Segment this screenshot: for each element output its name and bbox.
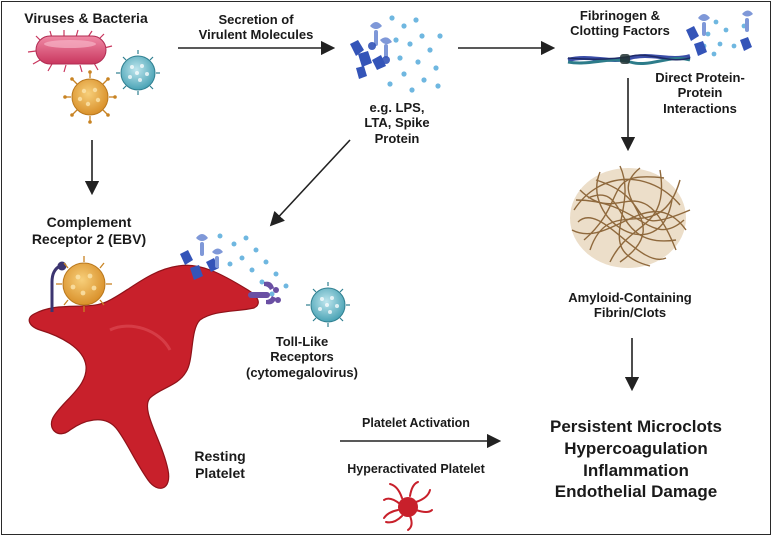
hyperactivated-platelet-label: Hyperactivated Platelet bbox=[347, 462, 485, 476]
arrow-molecules-to-tlr bbox=[269, 139, 351, 227]
complement-receptor-line2: Receptor 2 (EBV) bbox=[31, 230, 147, 247]
secreted-molecules-icon bbox=[350, 15, 443, 93]
orange-virus-icon bbox=[63, 70, 117, 124]
resting-platelet-line2: Platelet bbox=[195, 464, 245, 481]
fibrinogen-label-line1: Fibrinogen & bbox=[579, 8, 661, 23]
example-molecules-line3: Protein bbox=[374, 130, 420, 146]
toll-like-receptors-line2: Receptors bbox=[270, 349, 334, 365]
arrows bbox=[84, 40, 640, 449]
outcome-endothelial-damage: Endothelial Damage bbox=[554, 482, 718, 502]
hyperactivated-platelet-icon bbox=[383, 481, 433, 531]
resting-platelet-line1: Resting bbox=[194, 448, 246, 464]
toll-like-receptors-line1: Toll-Like bbox=[275, 334, 329, 349]
example-molecules-line2: LTA, Spike bbox=[364, 115, 430, 131]
direct-interactions-label: Direct Protein- Protein Interactions bbox=[640, 70, 760, 116]
platelet-activation-label: Platelet Activation bbox=[362, 416, 470, 430]
fibrinogen-icon bbox=[567, 10, 753, 65]
tlr-molecules-icon bbox=[180, 233, 289, 297]
ebv-virus-icon bbox=[56, 256, 112, 312]
outcomes-list: Persistent Microclots Hypercoagulation I… bbox=[520, 416, 752, 503]
toll-like-receptors-line3: (cytomegalovirus) bbox=[246, 364, 358, 380]
amyloid-clots-line1: Amyloid-Containing bbox=[568, 290, 692, 305]
outcome-persistent-microclots: Persistent Microclots bbox=[550, 417, 722, 436]
secretion-label: Secretion of Virulent Molecules bbox=[186, 12, 326, 43]
bacterium-icon bbox=[27, 29, 113, 73]
toll-like-receptors-label: Toll-Like Receptors (cytomegalovirus) bbox=[232, 334, 372, 380]
resting-platelet-icon bbox=[28, 264, 259, 489]
cytomegalovirus-icon bbox=[306, 282, 350, 327]
secretion-label-line1: Secretion of bbox=[218, 12, 294, 27]
outcome-hypercoagulation: Hypercoagulation bbox=[564, 438, 708, 458]
resting-platelet-label: Resting Platelet bbox=[178, 448, 262, 481]
amyloid-clots-label: Amyloid-Containing Fibrin/Clots bbox=[550, 290, 710, 321]
secretion-label-line2: Virulent Molecules bbox=[198, 27, 314, 43]
viruses-bacteria-label: Viruses & Bacteria bbox=[24, 10, 148, 26]
toll-like-receptor-icon bbox=[248, 281, 281, 305]
example-molecules-line1: e.g. LPS, bbox=[369, 100, 425, 115]
complement-receptor-line1: Complement bbox=[46, 214, 132, 230]
direct-interactions-line1: Direct Protein- bbox=[655, 70, 745, 85]
amyloid-clots-line2: Fibrin/Clots bbox=[593, 305, 667, 321]
direct-interactions-line2: Protein bbox=[677, 85, 723, 101]
fibrinogen-label-line2: Clotting Factors bbox=[570, 23, 670, 39]
example-molecules-label: e.g. LPS, LTA, Spike Protein bbox=[352, 100, 442, 146]
outcome-inflammation: Inflammation bbox=[583, 460, 689, 480]
direct-interactions-line3: Interactions bbox=[663, 100, 737, 116]
complement-receptor-label: Complement Receptor 2 (EBV) bbox=[14, 214, 164, 247]
teal-virus-icon bbox=[116, 50, 160, 95]
amyloid-clot-icon bbox=[570, 165, 691, 268]
fibrinogen-label: Fibrinogen & Clotting Factors bbox=[560, 8, 680, 39]
